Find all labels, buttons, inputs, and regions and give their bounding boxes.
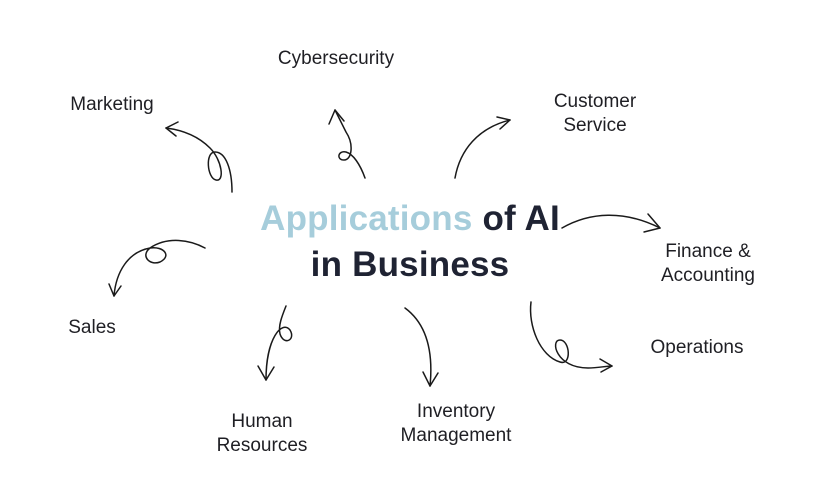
diagram-title: Applications of AI in Business: [200, 196, 620, 288]
node-human-resources: Human Resources: [206, 410, 318, 458]
node-marketing-label: Marketing: [70, 94, 154, 115]
title-line-2: in Business: [310, 245, 510, 284]
arrow-hr: [257, 305, 293, 381]
node-inventory-line-2: Management: [400, 425, 512, 446]
node-cybersecurity: Cybersecurity: [268, 47, 404, 71]
node-hr-line-1: Human: [231, 411, 293, 432]
title-line-1: Applications of AI: [200, 196, 620, 242]
node-marketing: Marketing: [60, 93, 164, 117]
node-operations-label: Operations: [650, 337, 744, 358]
title-rest: of AI: [472, 199, 560, 238]
node-cybersecurity-label: Cybersecurity: [277, 48, 395, 69]
node-customer-service: Customer Service: [540, 90, 650, 138]
arrow-cybersecurity: [328, 109, 366, 179]
node-operations: Operations: [638, 336, 756, 360]
title-accent: Applications: [260, 199, 473, 238]
arrow-finance: [561, 213, 661, 233]
node-finance-line-2: Accounting: [660, 265, 755, 286]
arrow-marketing: [165, 121, 233, 193]
arrow-customer-service: [454, 116, 511, 179]
arrow-operations: [529, 301, 613, 373]
node-customer-service-line-2: Service: [563, 115, 627, 136]
node-sales: Sales: [60, 316, 124, 340]
node-finance: Finance & Accounting: [648, 240, 768, 288]
node-hr-line-2: Resources: [216, 435, 308, 456]
node-inventory-management: Inventory Management: [388, 400, 524, 448]
node-sales-label: Sales: [68, 317, 116, 338]
arrow-sales: [108, 239, 206, 297]
arrow-inventory: [404, 307, 439, 387]
node-customer-service-line-1: Customer: [553, 91, 637, 112]
node-finance-line-1: Finance &: [665, 241, 751, 262]
node-inventory-line-1: Inventory: [416, 401, 496, 422]
